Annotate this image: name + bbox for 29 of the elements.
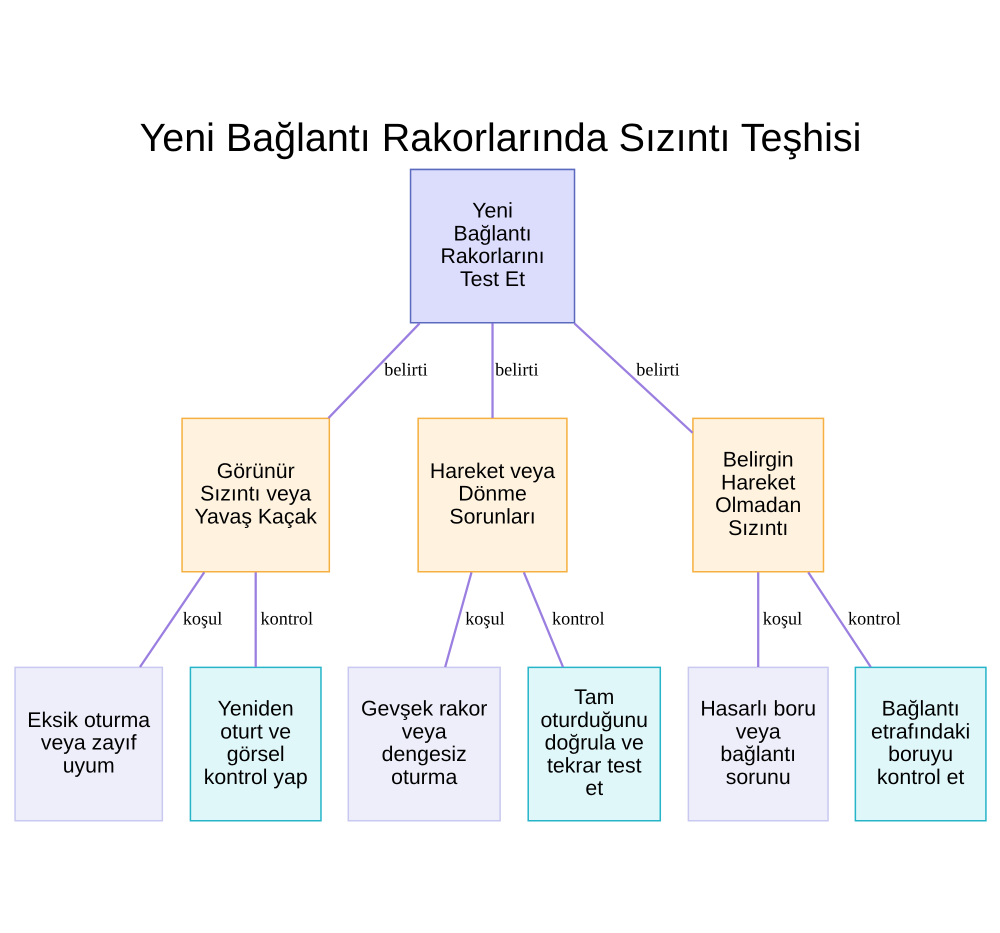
diagram-title: Yeni Bağlantı Rakorlarında Sızıntı Teşhisi: [139, 115, 861, 160]
connector: [806, 571, 872, 668]
node-box: Yeni Bağlantı Rakorlarını Test Et: [409, 168, 575, 324]
connector: [444, 572, 472, 667]
connector: [522, 571, 564, 667]
edge-label: kontrol: [260, 608, 313, 628]
connector: [756, 572, 759, 666]
edge-label: koşul: [762, 608, 802, 628]
node-box: Görünür Sızıntı veya Yavaş Kaçak: [180, 417, 330, 572]
edge-label: koşul: [182, 608, 222, 628]
connector: [490, 322, 494, 418]
edge-label: belirti: [494, 358, 538, 379]
edge-label: kontrol: [552, 608, 604, 628]
edge-label: belirti: [384, 358, 428, 379]
edge-label: koşul: [464, 608, 504, 628]
node-box: Eksik oturma veya zayıf uyum: [14, 666, 163, 821]
node-box: Belirgin Hareket Olmadan Sızıntı: [692, 417, 824, 572]
connector: [254, 572, 256, 666]
edge-label: belirti: [636, 358, 680, 379]
node-box: Gevşek rakor veya dengesiz oturma: [347, 666, 500, 821]
connector: [138, 571, 205, 668]
node-box: Bağlantı etrafındaki boruyu kontrol et: [854, 666, 986, 821]
node-box: Hareket veya Dönme Sorunları: [416, 417, 568, 572]
connector: [573, 322, 693, 434]
connector: [327, 322, 420, 418]
node-box: Tam oturduğunu doğrula ve tekrar test et: [526, 666, 661, 821]
node-box: Hasarlı boru veya bağlantı sorunu: [687, 666, 828, 821]
edge-label: kontrol: [848, 608, 900, 628]
node-box: Yeniden oturt ve görsel kontrol yap: [189, 666, 322, 821]
